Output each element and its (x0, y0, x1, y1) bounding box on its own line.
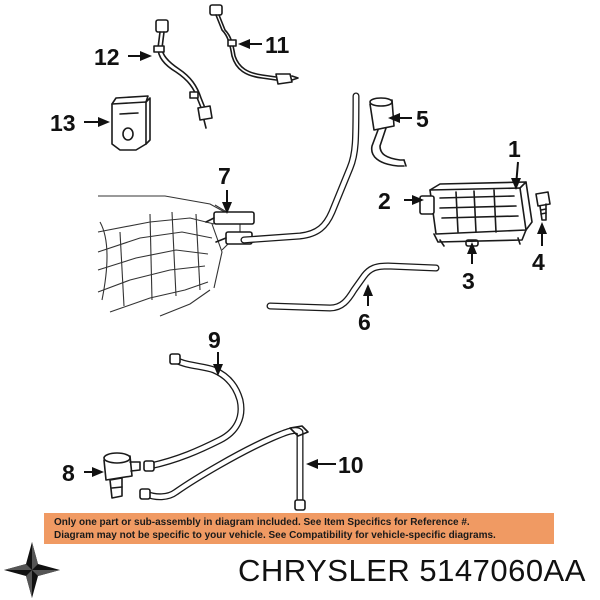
part-13-bracket (111, 95, 151, 151)
part-10-hose (139, 425, 309, 511)
part-4-bolt (535, 191, 551, 221)
callout-7: 7 (218, 163, 231, 189)
part-9-hose (143, 353, 245, 472)
callout-4: 4 (532, 249, 545, 275)
callout-11: 11 (265, 32, 290, 58)
callout-8: 8 (62, 460, 75, 486)
part-6-tube (266, 262, 440, 312)
callout-13: 13 (50, 110, 76, 136)
callout-5: 5 (416, 106, 429, 132)
disclaimer-line-2: Diagram may not be specific to your vehi… (54, 530, 496, 541)
callout-numbers: 1 2 3 4 5 6 7 8 9 10 11 12 13 (50, 32, 545, 486)
brand-part-number: CHRYSLER 5147060AA (238, 553, 586, 588)
callout-10: 10 (338, 452, 364, 478)
part-11-sensor (209, 4, 299, 85)
vent-tube (240, 92, 360, 244)
callout-6: 6 (358, 309, 371, 335)
callout-9: 9 (208, 327, 221, 353)
part-12-sensor (153, 19, 213, 129)
part-8-valve (103, 452, 141, 499)
callout-12: 12 (94, 44, 120, 70)
part-1-vapor-canister (419, 181, 533, 247)
chrysler-pentastar-icon (4, 542, 60, 598)
callout-3: 3 (462, 268, 475, 294)
callout-2: 2 (378, 188, 391, 214)
disclaimer-line-1: Only one part or sub-assembly in diagram… (54, 517, 470, 528)
parts-diagram: 1 2 3 4 5 6 7 8 9 10 11 12 13 (50, 4, 551, 511)
disclaimer-banner: Only one part or sub-assembly in diagram… (44, 513, 554, 544)
callout-1: 1 (508, 136, 521, 162)
leader-lines (84, 39, 547, 477)
part-5-filter (369, 97, 407, 167)
